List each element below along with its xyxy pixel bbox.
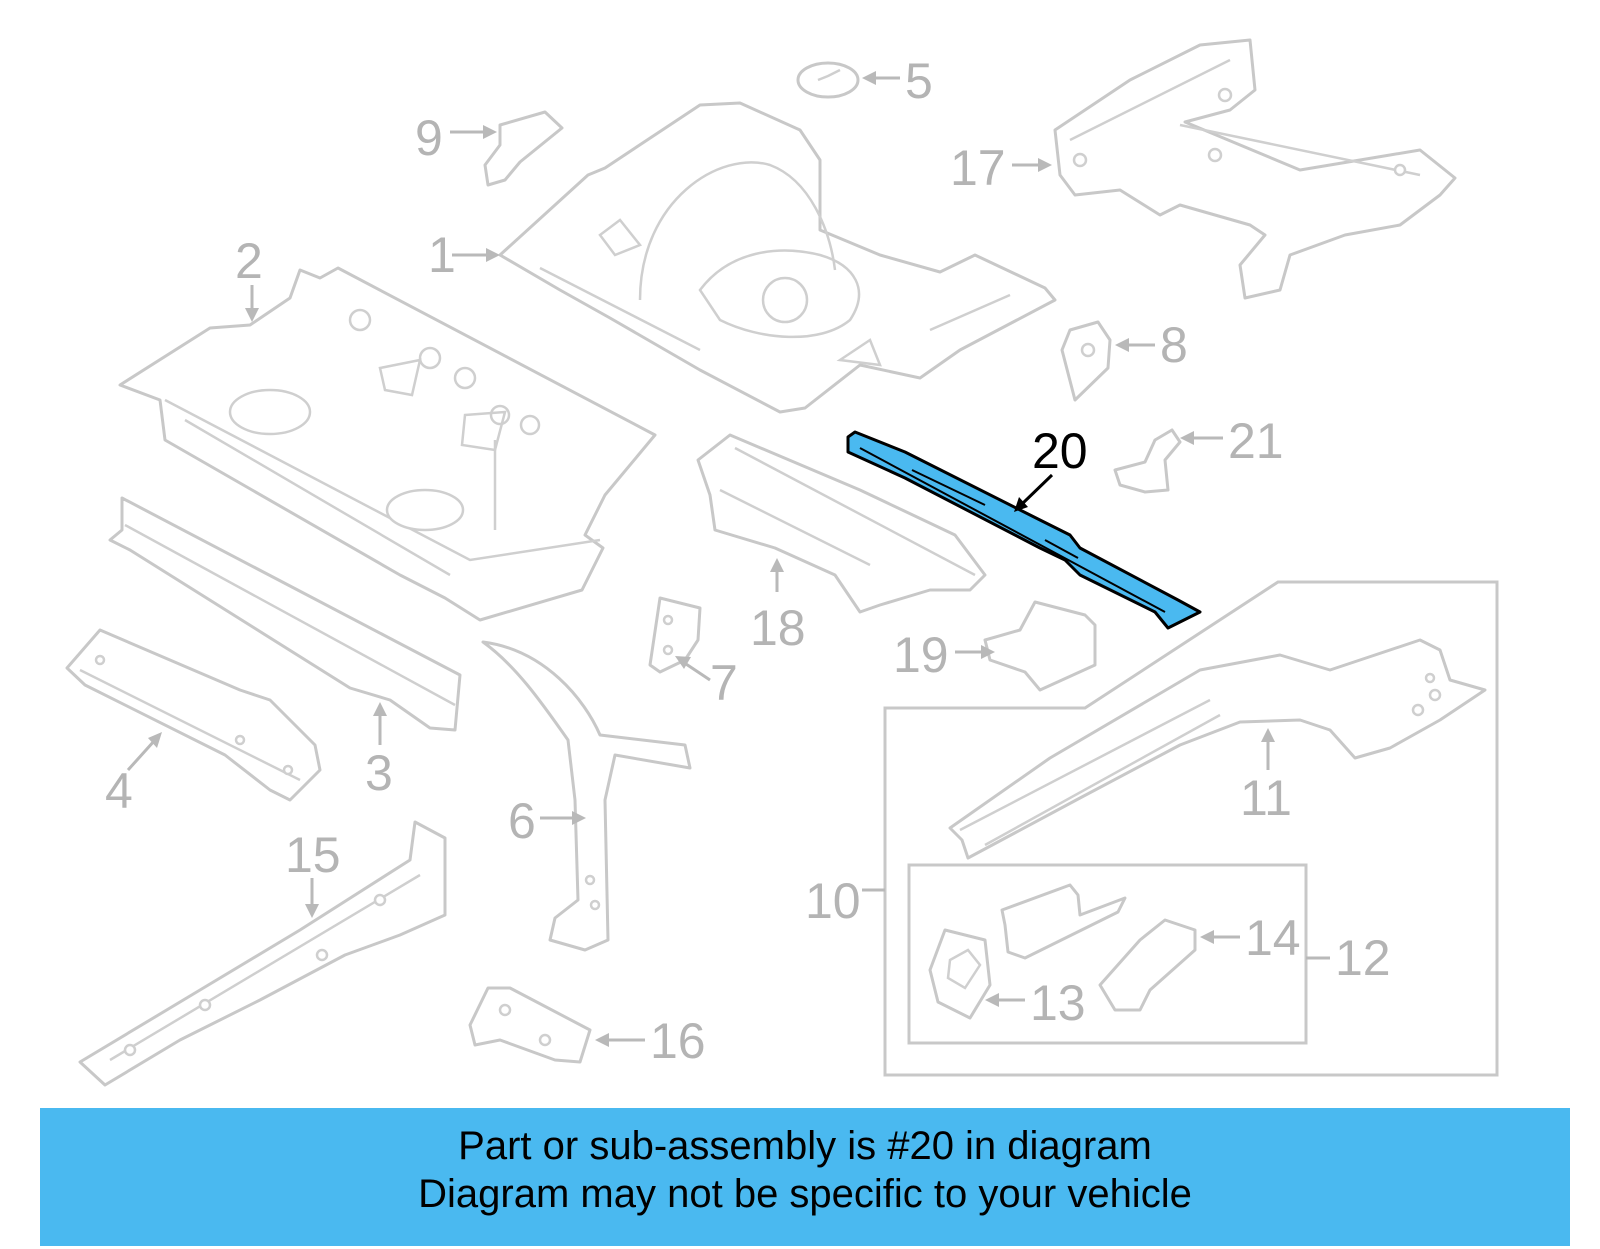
callout-17: 17 xyxy=(950,140,1052,196)
part-20-floor-member-highlighted[interactable] xyxy=(846,430,1202,630)
callout-number-21: 21 xyxy=(1228,413,1284,469)
callout-number-6: 6 xyxy=(508,793,536,849)
part-7-bracket[interactable] xyxy=(648,596,702,674)
callout-12: 12 xyxy=(1306,930,1391,986)
callout-4: 4 xyxy=(105,732,162,819)
part-2-front-floor-pan[interactable] xyxy=(118,266,657,622)
callout-21: 21 xyxy=(1180,413,1284,469)
part-6-pillar[interactable] xyxy=(481,640,692,952)
part-19-bracket[interactable] xyxy=(983,600,1097,692)
callout-8: 8 xyxy=(1115,317,1188,373)
part-18-floor-side-member[interactable] xyxy=(696,433,987,614)
part-14-extension[interactable] xyxy=(1098,918,1197,1012)
callout-number-7: 7 xyxy=(710,655,738,711)
callout-2: 2 xyxy=(235,233,263,322)
callout-9: 9 xyxy=(415,110,497,166)
part-5-plug[interactable] xyxy=(796,61,860,99)
callout-number-4: 4 xyxy=(105,763,133,819)
callout-13: 13 xyxy=(985,975,1086,1031)
callout-number-10: 10 xyxy=(805,873,861,929)
callout-number-13: 13 xyxy=(1030,975,1086,1031)
callout-number-17: 17 xyxy=(950,140,1006,196)
callout-number-12: 12 xyxy=(1335,930,1391,986)
part-1-rear-floor-pan[interactable] xyxy=(498,101,1057,414)
callout-1: 1 xyxy=(428,227,500,283)
part-16-bracket[interactable] xyxy=(468,986,592,1064)
part-10-rail-assembly-box xyxy=(883,580,1499,1077)
part-9-bracket[interactable] xyxy=(483,110,564,187)
callout-7: 7 xyxy=(675,655,738,711)
callout-number-9: 9 xyxy=(415,110,443,166)
callout-11: 11 xyxy=(1240,728,1292,826)
part-3-cross-member[interactable] xyxy=(108,496,462,732)
callout-number-8: 8 xyxy=(1160,317,1188,373)
part-15-sill-reinforcement[interactable] xyxy=(78,820,447,1087)
callout-19: 19 xyxy=(893,627,995,683)
callout-number-1: 1 xyxy=(428,227,456,283)
callout-16: 16 xyxy=(595,1013,706,1069)
callout-number-18: 18 xyxy=(750,600,806,656)
part-17-rear-cross-member-assembly[interactable] xyxy=(1053,38,1457,300)
banner-line-disclaimer: Diagram may not be specific to your vehi… xyxy=(418,1172,1192,1216)
callout-number-2: 2 xyxy=(235,233,263,289)
callout-10: 10 xyxy=(805,873,885,929)
part-8-gusset[interactable] xyxy=(1060,320,1112,402)
callout-number-14: 14 xyxy=(1245,910,1301,966)
callout-5: 5 xyxy=(862,53,933,109)
part-12-sub-assembly-box xyxy=(907,863,1308,1045)
callout-number-19: 19 xyxy=(893,627,949,683)
callout-6: 6 xyxy=(508,793,586,849)
part-11-side-rail[interactable] xyxy=(948,638,1487,860)
part-4-floor-rail[interactable] xyxy=(65,628,322,802)
banner-line-part-info: Part or sub-assembly is #20 in diagram xyxy=(458,1124,1152,1168)
part-21-bracket[interactable] xyxy=(1113,428,1182,494)
callout-20: 20 xyxy=(1014,423,1088,512)
callout-number-16: 16 xyxy=(650,1013,706,1069)
callout-number-5: 5 xyxy=(905,53,933,109)
callout-3: 3 xyxy=(365,702,393,801)
callout-number-15: 15 xyxy=(285,827,341,883)
callout-number-20: 20 xyxy=(1032,423,1088,479)
callout-14: 14 xyxy=(1200,910,1301,966)
info-banner: Part or sub-assembly is #20 in diagram D… xyxy=(40,1108,1570,1246)
callout-number-3: 3 xyxy=(365,745,393,801)
part-12-rail-section[interactable] xyxy=(1000,883,1127,960)
callout-18: 18 xyxy=(750,558,806,656)
callout-number-11: 11 xyxy=(1240,770,1292,826)
part-13-plate[interactable] xyxy=(928,928,992,1020)
callout-15: 15 xyxy=(285,827,341,918)
